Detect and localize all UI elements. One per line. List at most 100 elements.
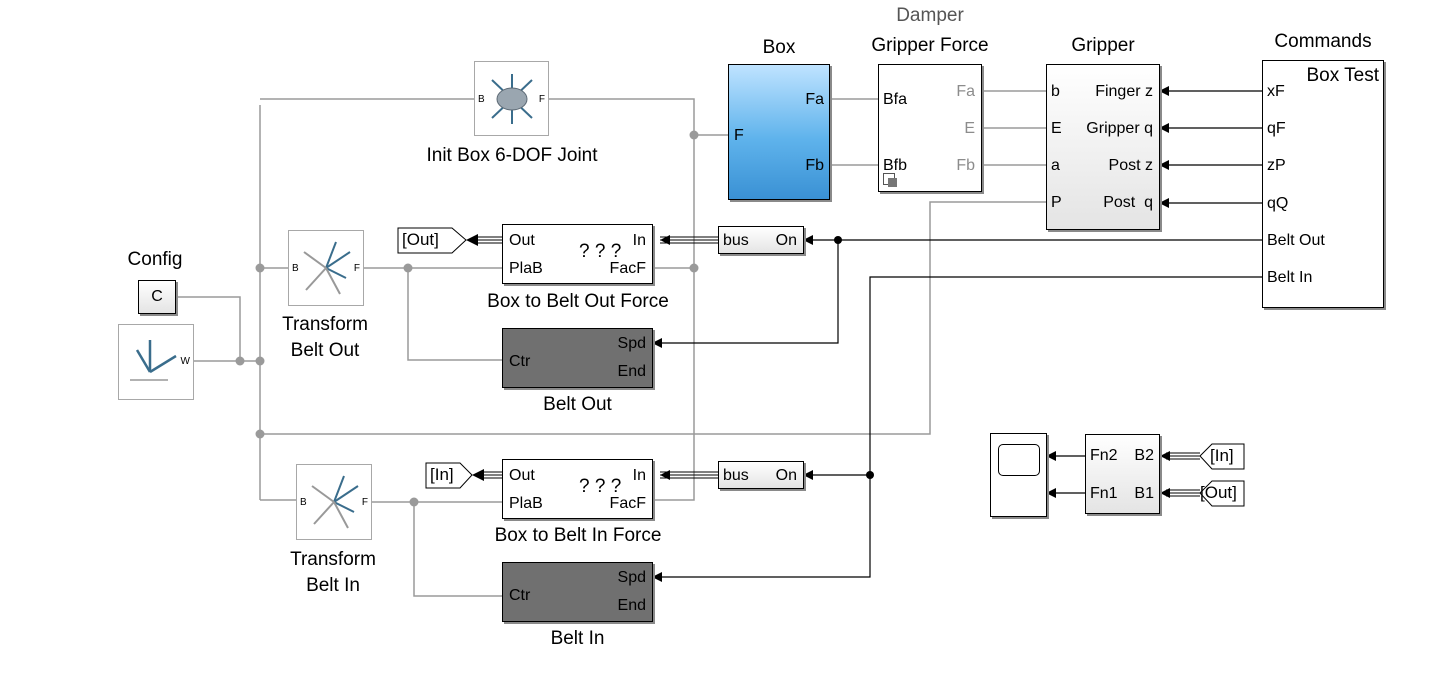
conn-belt-out-ctr [407, 268, 502, 361]
bus-out-block[interactable]: bus On [718, 226, 804, 254]
belt-out-block[interactable]: Ctr Spd End [502, 328, 653, 388]
force-out-mid-label: ? ? ? [579, 241, 622, 262]
belt-out-port-spd: Spd [617, 335, 646, 352]
commands-port-qf: qF [1267, 120, 1286, 137]
conn-joint-f [549, 98, 695, 501]
gripper-port-post-q: Post q [1103, 194, 1153, 211]
bus-arrowheads [466, 234, 1170, 498]
init-joint-block[interactable]: B F [474, 61, 549, 136]
commands-port-zp: zP [1267, 157, 1286, 174]
transform-in-port-f: F [361, 497, 368, 508]
world-frame-port-w: W [180, 356, 190, 367]
belt-in-block[interactable]: Ctr Spd End [502, 562, 653, 622]
commands-port-belt-in: Belt In [1267, 269, 1313, 286]
transform-out-title-l1: Transform [282, 314, 368, 335]
transform-out-port-b: B [292, 263, 299, 274]
gripper-force-block[interactable]: Bfa Bfb Fa E Fb [878, 64, 982, 192]
fn-mux-port-fn1: Fn1 [1090, 485, 1118, 502]
force-out-port-plab: PlaB [509, 260, 543, 277]
force-in-title: Box to Belt In Force [494, 525, 662, 546]
box-port-fa: Fa [805, 91, 824, 108]
gripper-force-port-bfa: Bfa [883, 91, 908, 108]
box-title: Box [762, 37, 796, 58]
belt-in-port-end: End [617, 597, 646, 614]
gripper-port-e: E [1051, 120, 1062, 137]
box-block[interactable]: F Fa Fb [728, 64, 830, 200]
force-in-port-facf: FacF [609, 495, 646, 512]
joint-graphic [491, 74, 533, 124]
box-port-fb: Fb [805, 157, 824, 174]
belt-out-port-ctr: Ctr [509, 353, 531, 370]
force-in-port-in: In [632, 467, 646, 484]
frame-transform-graphic-out [303, 241, 351, 295]
physical-connections [176, 90, 1046, 597]
init-joint-port-f: F [538, 94, 545, 105]
commands-port-qq: qQ [1267, 195, 1289, 212]
fn-mux-port-fn2: Fn2 [1090, 447, 1118, 464]
init-joint-port-b: B [478, 94, 485, 105]
commands-port-xf: xF [1267, 83, 1285, 100]
fn-mux-block[interactable]: Fn2 Fn1 B2 B1 [1085, 434, 1160, 514]
box-port-f: F [734, 127, 744, 144]
fn-mux-port-b2: B2 [1134, 447, 1154, 464]
tag-shapes [397, 227, 1245, 507]
bus-out-port-bus: bus [723, 232, 749, 249]
world-frame-block[interactable]: W [118, 324, 194, 400]
commands-inner-title: Box Test [1306, 65, 1379, 86]
conn-gripper-p [260, 201, 1046, 435]
gripper-port-p: P [1051, 194, 1062, 211]
gripper-port-b: b [1051, 83, 1060, 100]
gripper-force-port-fa: Fa [956, 83, 975, 100]
from-out-label[interactable]: [Out] [1200, 483, 1237, 502]
force-out-port-facf: FacF [609, 260, 646, 277]
force-out-port-in: In [632, 232, 646, 249]
transform-out-title-l2: Belt Out [290, 340, 360, 361]
gripper-block[interactable]: b E a P Finger z Gripper q Post z Post q [1046, 64, 1160, 230]
force-out-port-out: Out [509, 232, 535, 249]
gripper-port-finger-z: Finger z [1095, 83, 1153, 100]
force-in-block[interactable]: Out PlaB In FacF ? ? ? [502, 459, 653, 519]
commands-title: Commands [1274, 31, 1372, 52]
force-out-title: Box to Belt Out Force [487, 291, 669, 312]
transform-in-block[interactable]: B F [296, 464, 372, 540]
from-in-label[interactable]: [In] [1210, 446, 1234, 465]
init-joint-title: Init Box 6-DOF Joint [426, 145, 598, 166]
transform-out-block[interactable]: B F [288, 230, 364, 306]
transform-out-port-f: F [353, 263, 360, 274]
belt-out-title: Belt Out [543, 394, 612, 415]
config-title: Config [127, 249, 183, 270]
gripper-force-title: Gripper Force [871, 35, 989, 56]
transform-in-port-b: B [300, 497, 307, 508]
gripper-title: Gripper [1071, 35, 1135, 56]
config-block[interactable]: C [138, 280, 176, 314]
signal-connections [652, 86, 1262, 582]
commands-port-belt-out: Belt Out [1267, 232, 1325, 249]
bus-in-block[interactable]: bus On [718, 461, 804, 489]
subsystem-badge-fill-icon [888, 178, 897, 187]
gripper-port-post-z: Post z [1108, 157, 1153, 174]
gripper-port-gripper-q: Gripper q [1086, 120, 1153, 137]
bus-in-port-on: On [775, 467, 797, 484]
force-in-mid-label: ? ? ? [579, 476, 622, 497]
bus-out-port-on: On [775, 232, 797, 249]
goto-in-shape [425, 462, 473, 489]
commands-block[interactable]: Box Test xF qF zP qQ Belt Out Belt In [1262, 60, 1384, 308]
force-in-port-out: Out [509, 467, 535, 484]
physical-junctions [235, 130, 699, 507]
from-in-shape [1199, 443, 1245, 470]
frame-transform-graphic-in [311, 475, 359, 529]
gripper-force-port-fb: Fb [956, 157, 975, 174]
belt-in-port-spd: Spd [617, 569, 646, 586]
fn-mux-port-b1: B1 [1134, 485, 1154, 502]
force-out-block[interactable]: Out PlaB In FacF ? ? ? [502, 224, 653, 284]
transform-in-title-l2: Belt In [306, 575, 360, 596]
world-frame-graphic [130, 340, 177, 381]
force-in-port-plab: PlaB [509, 495, 543, 512]
goto-out-label[interactable]: [Out] [402, 230, 439, 249]
gripper-force-title-top: Damper [896, 5, 964, 26]
goto-in-label[interactable]: [In] [430, 465, 454, 484]
config-label: C [151, 288, 163, 305]
transform-in-title-l1: Transform [290, 549, 376, 570]
scope-block[interactable] [990, 433, 1047, 517]
